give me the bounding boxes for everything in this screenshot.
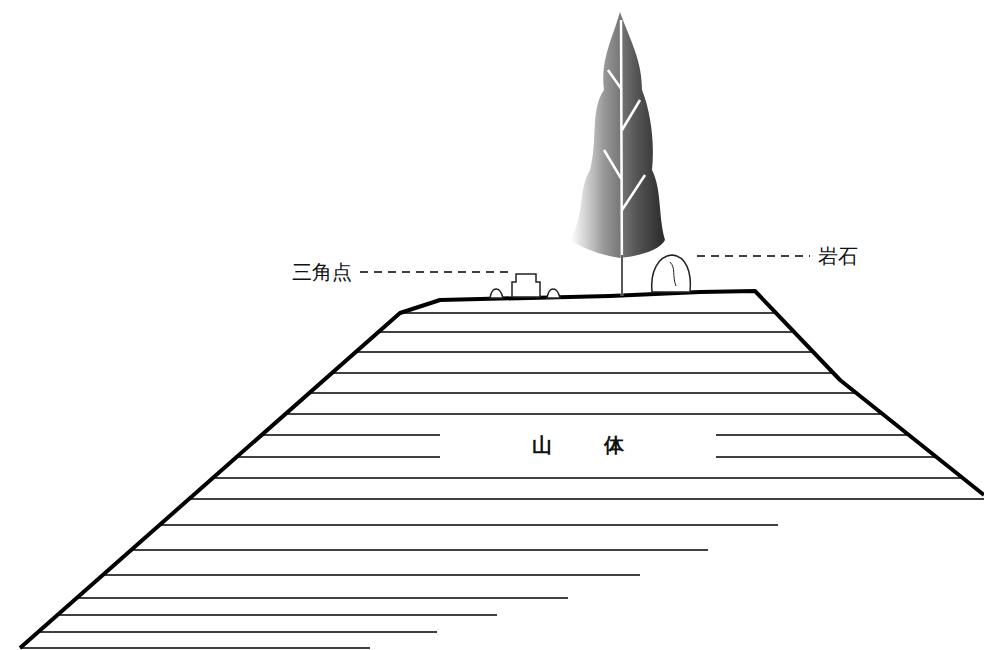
part-label: 岩石 <box>818 244 858 268</box>
strata-line <box>20 647 370 649</box>
strata-line <box>160 524 778 526</box>
strata-line <box>309 392 856 394</box>
tree-trunk-edge <box>621 255 623 296</box>
part-label: 三角点 <box>292 260 352 284</box>
strata-line <box>378 331 794 333</box>
strata-line <box>57 614 497 616</box>
leader-line <box>697 255 810 257</box>
guard-stone <box>490 289 503 298</box>
strata-line <box>400 312 776 314</box>
strata-line <box>131 549 708 551</box>
strata-line <box>189 498 984 500</box>
rock-crack <box>670 262 676 286</box>
strata-line <box>356 351 813 353</box>
strata-lines <box>20 313 984 648</box>
strata-line <box>103 574 640 576</box>
strata-line <box>38 631 437 633</box>
strata-line <box>77 597 568 599</box>
rock <box>652 255 691 292</box>
triangulation-stone <box>512 274 540 297</box>
guard-stone <box>547 289 560 298</box>
strata-line <box>332 372 833 374</box>
label-ground <box>440 424 716 466</box>
mountain-outline <box>20 291 984 648</box>
strata-line <box>213 477 963 479</box>
body-label: 山体 <box>480 433 676 457</box>
tree-crown <box>570 12 665 258</box>
leader-line <box>360 271 510 273</box>
tree-trunk <box>604 20 645 296</box>
strata-line <box>285 413 882 415</box>
